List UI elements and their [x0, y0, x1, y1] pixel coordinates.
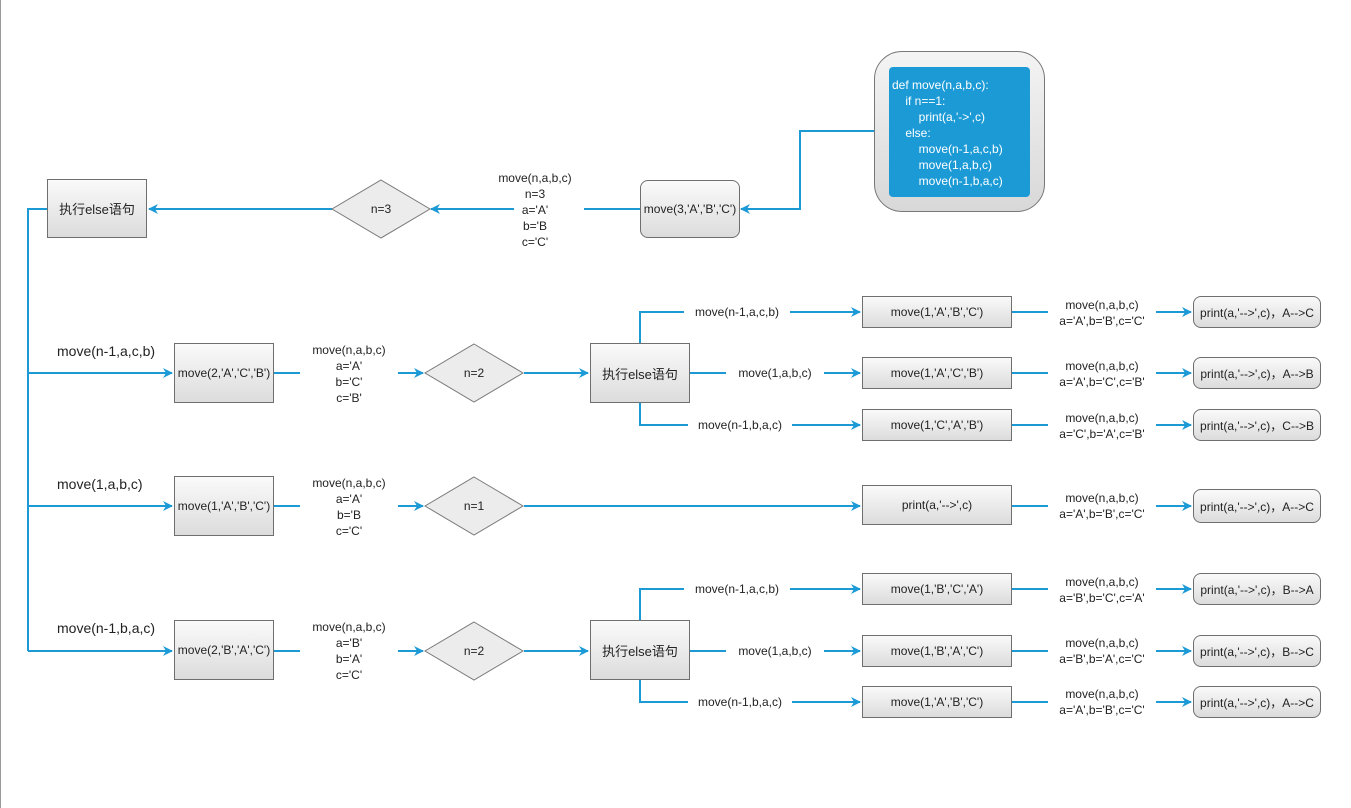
subcall-params-r3-1: move(n,a,b,c) a='B',b='C',c='A' [1046, 574, 1158, 606]
result-node-r3-3: print(a,'-->',c)，A-->C [1193, 686, 1321, 718]
connector-r3-fork-down [639, 680, 688, 703]
edge-label-r3-s2: move(1,a,b,c) [726, 643, 824, 659]
subcall-params-r3-2: move(n,a,b,c) a='B',b='A',c='C' [1046, 635, 1158, 667]
start-call-node: move(3,'A','B','C') [640, 180, 740, 238]
code-line: print(a,'->',c) [892, 110, 985, 124]
param-line: move(n,a,b,c) [1065, 411, 1139, 425]
param-line: move(n,a,b,c) [498, 171, 572, 185]
param-line: a='A' [335, 492, 363, 506]
subcall-params-r1-3: move(n,a,b,c) a='C',b='A',c='B' [1046, 410, 1158, 442]
print-node-r2: print(a,'-->',c) [862, 485, 1012, 525]
decision-label-r1: n=2 [463, 366, 485, 380]
code-line: move(1,a,b,c) [892, 158, 993, 172]
param-line: move(n,a,b,c) [312, 343, 386, 357]
param-line: a='C',b='A',c='B' [1059, 427, 1145, 441]
edge-label-r1-s3: move(n-1,b,a,c) [688, 417, 792, 433]
result-node-r3-1: print(a,'-->',c)，B-->A [1193, 573, 1321, 605]
param-line: c='C' [335, 524, 363, 538]
else-node-top: 执行else语句 [47, 179, 147, 238]
subcall-params-r3-3: move(n,a,b,c) a='A',b='B',c='C' [1046, 686, 1158, 718]
params-r1: move(n,a,b,c) a='A' b='C' c='B' [299, 342, 399, 406]
decision-diamond-r3 [424, 621, 524, 681]
connector-r3-fork [639, 588, 684, 620]
subcall-node-r1-3: move(1,'C','A','B') [862, 409, 1012, 441]
page-left-border [0, 0, 1, 808]
call-node-r1: move(2,'A','C','B') [174, 343, 274, 403]
print-params-r2: move(n,a,b,c) a='A',b='B',c='C' [1046, 490, 1158, 522]
code-line: if n==1: [892, 94, 946, 108]
decision-label-n3: n=3 [370, 202, 392, 216]
param-line: b='B [523, 219, 547, 233]
subcall-node-r3-3: move(1,'A','B','C') [862, 686, 1012, 718]
result-node-r3-2: print(a,'-->',c)，B-->C [1193, 635, 1321, 667]
params-r2: move(n,a,b,c) a='A' b='B c='C' [299, 475, 399, 539]
param-line: a='B' [335, 636, 363, 650]
code-line: move(n-1,a,c,b) [892, 142, 1003, 156]
result-node-r1-3: print(a,'-->',c)，C-->B [1193, 409, 1321, 441]
call-node-r2: move(1,'A','B','C') [174, 476, 274, 536]
code-block: def move(n,a,b,c): if n==1: print(a,'->'… [889, 67, 1030, 197]
param-line: move(n,a,b,c) [312, 476, 386, 490]
param-line: move(n,a,b,c) [1065, 298, 1139, 312]
param-line: a='B',b='A',c='C' [1059, 652, 1145, 666]
param-line: n=3 [524, 187, 546, 201]
subcall-node-r3-2: move(1,'B','A','C') [862, 635, 1012, 667]
param-line: move(n,a,b,c) [1065, 359, 1139, 373]
branch-label-3: move(n-1,b,a,c) [57, 620, 156, 636]
call-node-r3: move(2,'B','A','C') [174, 620, 274, 680]
param-line: move(n,a,b,c) [1065, 491, 1139, 505]
result-node-r1-2: print(a,'-->',c)，A-->B [1193, 357, 1321, 389]
subcall-node-r1-2: move(1,'A','C','B') [862, 357, 1012, 389]
result-node-r1-1: print(a,'-->',c)，A-->C [1193, 296, 1321, 328]
params-r3: move(n,a,b,c) a='B' b='A' c='C' [299, 619, 399, 683]
param-line: a='A',b='B',c='C' [1059, 507, 1145, 521]
decision-label-r2: n=1 [463, 499, 485, 513]
edge-label-r1-s1: move(n-1,a,c,b) [684, 304, 790, 320]
code-line: else: [892, 126, 931, 140]
edge-label-r1-s2: move(1,a,b,c) [726, 365, 824, 381]
param-line: b='A' [335, 652, 363, 666]
param-line: move(n,a,b,c) [312, 620, 386, 634]
edge-label-r3-s1: move(n-1,a,c,b) [684, 581, 790, 597]
decision-diamond-n3 [331, 179, 431, 239]
connector-r1-fork [639, 311, 684, 343]
param-line: a='A' [335, 359, 363, 373]
decision-label-r3: n=2 [463, 644, 485, 658]
param-line: a='B',b='C',c='A' [1059, 591, 1145, 605]
param-line: a='A' [521, 203, 549, 217]
code-line: def move(n,a,b,c): [892, 78, 989, 92]
else-node-r3: 执行else语句 [590, 620, 690, 680]
edge-label-r3-s3: move(n-1,b,a,c) [688, 694, 792, 710]
param-line: a='A',b='B',c='C' [1059, 314, 1145, 328]
branch-label-2: move(1,a,b,c) [57, 476, 143, 492]
subcall-params-r1-2: move(n,a,b,c) a='A',b='C',c='B' [1046, 358, 1158, 390]
param-line: move(n,a,b,c) [1065, 575, 1139, 589]
param-line: c='C' [521, 235, 549, 249]
branch-label-1: move(n-1,a,c,b) [57, 343, 156, 359]
else-node-r1: 执行else语句 [590, 343, 690, 403]
param-line: c='C' [335, 668, 363, 682]
param-line: a='A',b='C',c='B' [1059, 375, 1145, 389]
connector-trunk [27, 208, 47, 651]
param-line: move(n,a,b,c) [1065, 687, 1139, 701]
param-line: a='A',b='B',c='C' [1059, 703, 1145, 717]
subcall-node-r3-1: move(1,'B','C','A') [862, 573, 1012, 605]
code-line: move(n-1,b,a,c) [892, 174, 1003, 188]
connector-r1-fork-down [639, 403, 688, 426]
top-params: move(n,a,b,c) n=3 a='A' b='B c='C' [480, 170, 590, 250]
result-node-r2: print(a,'-->',c)，A-->C [1193, 489, 1321, 523]
param-line: b='C' [335, 375, 363, 389]
param-line: b='B [337, 508, 361, 522]
subcall-params-r1-1: move(n,a,b,c) a='A',b='B',c='C' [1046, 297, 1158, 329]
param-line: c='B' [336, 391, 362, 405]
connector-code-to-start [740, 130, 874, 214]
subcall-node-r1-1: move(1,'A','B','C') [862, 296, 1012, 328]
decision-diamond-r1 [424, 343, 524, 403]
param-line: move(n,a,b,c) [1065, 636, 1139, 650]
decision-diamond-r2 [424, 476, 524, 536]
